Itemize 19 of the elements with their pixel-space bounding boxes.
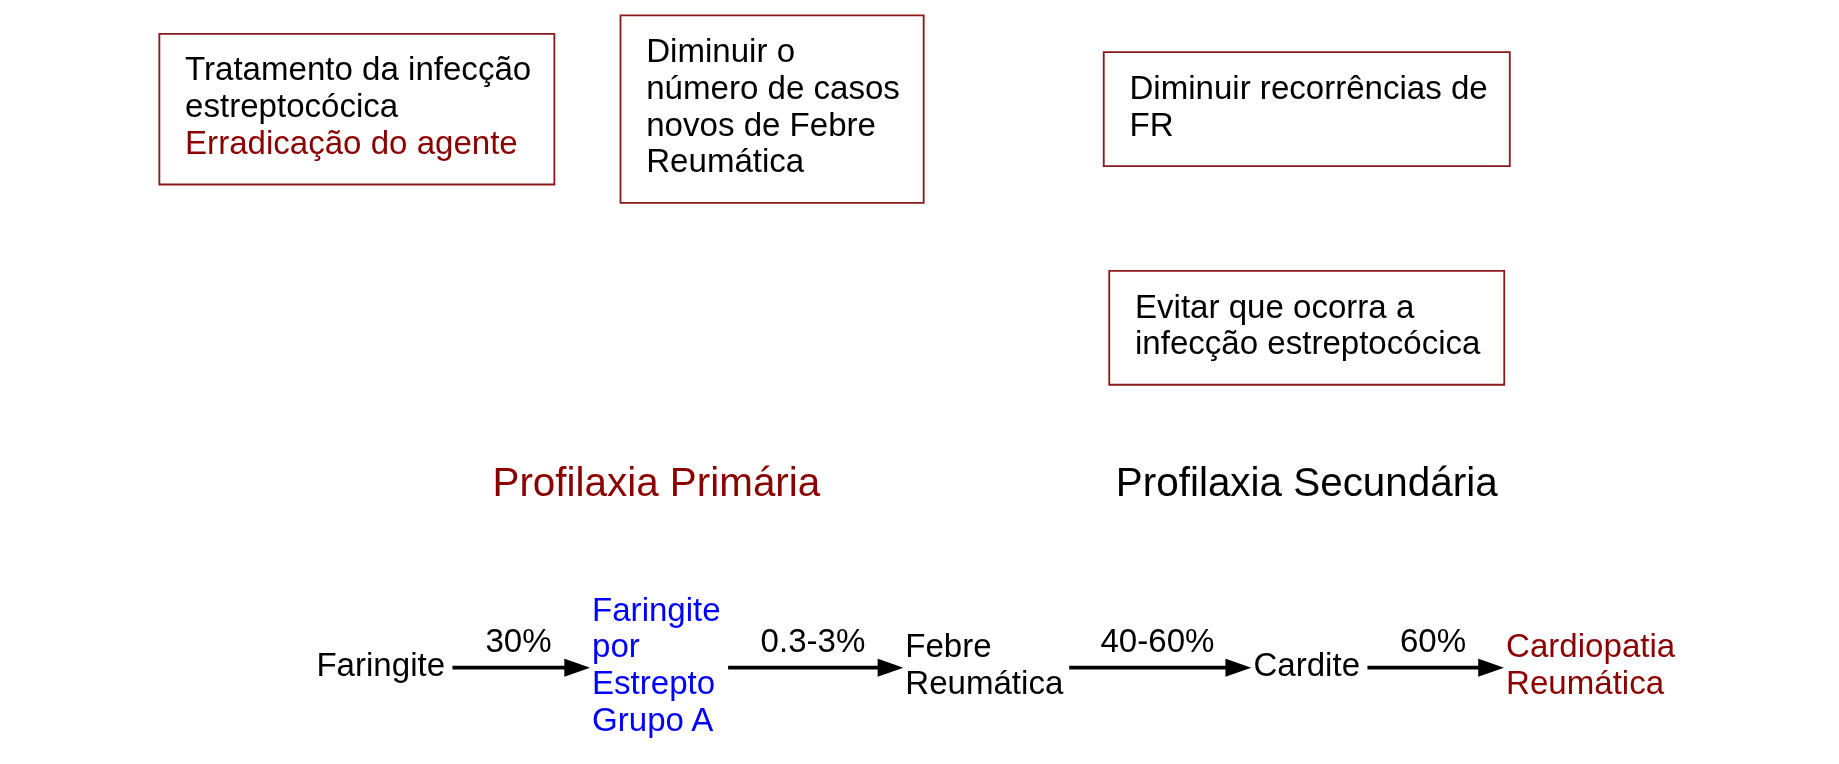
node-text: Faringite por Estrepto Grupo A bbox=[591, 590, 721, 738]
label: Profilaxia Primária bbox=[491, 459, 820, 506]
node-box: Tratamento da infecção estreptocócica Erradicação do agente bbox=[157, 32, 555, 186]
label: Profilaxia Secundária bbox=[1115, 459, 1498, 506]
arrow bbox=[1068, 658, 1251, 677]
edge-label: 60% bbox=[1399, 621, 1466, 659]
arrow bbox=[727, 658, 903, 677]
edge-label: 0.3-3% bbox=[760, 621, 865, 659]
node-text: Febre Reumática bbox=[904, 627, 1063, 702]
node-text: Cardite bbox=[1252, 645, 1360, 683]
arrow bbox=[451, 658, 590, 677]
arrow bbox=[1366, 658, 1504, 677]
node-text: Cardiopatia Reumática bbox=[1505, 627, 1675, 702]
edge-label: 30% bbox=[484, 621, 552, 659]
node-box: Diminuir o número de casos novos de Febre Reumática bbox=[619, 14, 925, 204]
node-box: Diminuir recorrências de FR bbox=[1102, 51, 1511, 168]
node-text: Faringite bbox=[315, 645, 445, 683]
node-box: Evitar que ocorra a infecção estreptocócica bbox=[1107, 269, 1505, 386]
edge-label: 40-60% bbox=[1099, 621, 1214, 659]
